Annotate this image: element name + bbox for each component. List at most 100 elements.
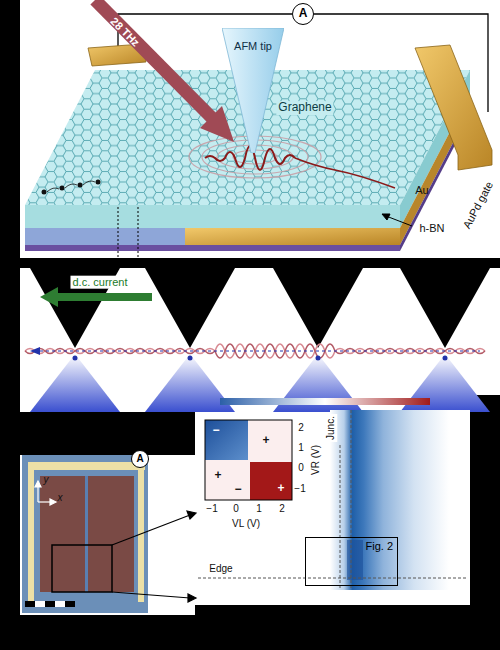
device-photo [40, 476, 85, 592]
electron-dots [78, 183, 83, 188]
device-photo [138, 462, 144, 602]
tick-label: −1 [294, 483, 305, 495]
leader-line [382, 214, 412, 226]
afm-tip: AFM tip [222, 28, 284, 153]
node-text: A [299, 7, 308, 21]
electron-dots [42, 180, 101, 195]
zoom-arrow [112, 515, 190, 545]
photocurrent-map [198, 578, 468, 579]
black-border [0, 258, 500, 268]
axis-title: VL (V) [232, 518, 260, 530]
projection-line [118, 207, 138, 257]
device-photo [22, 455, 148, 613]
device-photo [85, 476, 88, 592]
leader-line [386, 216, 412, 226]
photocurrent-map [250, 462, 292, 500]
device-photo [35, 601, 65, 607]
afm-tip-shape [222, 28, 284, 153]
device-photo [30, 462, 145, 470]
electron-flow [188, 356, 193, 361]
beam-label: 28 THz [108, 15, 142, 49]
dc-current-arrow [40, 287, 152, 307]
zoom-box: Fig. 2 [305, 537, 398, 586]
black-border [195, 605, 500, 650]
photocurrent-map [220, 398, 430, 405]
photocurrent-map [205, 420, 292, 500]
device-photo [35, 601, 45, 607]
electron-flow [30, 347, 480, 361]
black-border [0, 615, 195, 650]
leader-line [382, 214, 390, 220]
black-border [470, 395, 500, 605]
photocurrent-map [198, 410, 468, 590]
tick-label: −1 [206, 503, 217, 515]
electron-flow [443, 356, 448, 361]
black-border [0, 412, 195, 455]
sign-label: + [277, 482, 284, 496]
device-photo [25, 601, 75, 607]
sign-label: − [234, 483, 241, 497]
thz-beam [200, 106, 234, 142]
electron-flow [40, 351, 480, 352]
plasmon-wave [205, 146, 395, 188]
thz-beam [95, 0, 234, 142]
electron-flow [73, 356, 78, 361]
au-electrode [415, 45, 492, 170]
tick-label: 2 [279, 503, 285, 515]
node-text: AFM tip [222, 40, 284, 53]
ammeter-symbol: A [292, 3, 314, 25]
electron-dots [60, 186, 65, 191]
tick-label: 0 [298, 462, 304, 474]
layer-label: Au [415, 184, 428, 197]
dirac-cones [30, 268, 490, 412]
axis-label: y [44, 474, 49, 486]
device-photo [50, 499, 56, 505]
layer-label: AuPd gate [460, 179, 495, 230]
zoom-arrow [112, 592, 190, 598]
plasmon-wave [295, 158, 395, 188]
device-stack [25, 205, 400, 228]
dirac-cones [400, 268, 490, 348]
projection-line [118, 207, 119, 257]
axis-label: x [58, 492, 63, 504]
device-photo [52, 545, 112, 592]
device-photo [45, 601, 55, 607]
sign-label: + [262, 434, 269, 448]
electron-dots [47, 181, 95, 192]
dirac-cones [30, 354, 120, 412]
black-border [0, 0, 20, 650]
electron-flow [316, 356, 321, 361]
ammeter-symbol: A [131, 450, 149, 468]
node-text: Fig. 2 [310, 540, 393, 553]
plasmon-helix [25, 344, 485, 358]
dc-current-arrow [40, 287, 58, 307]
photocurrent-map [351, 410, 352, 590]
electron-flow [30, 347, 40, 355]
photocurrent-map [330, 410, 470, 590]
layer-label: h-BN [419, 222, 444, 235]
device-stack [25, 228, 185, 245]
photocurrent-map [198, 398, 470, 590]
photocurrent-map [205, 420, 292, 500]
axis-title: VR (V) [310, 445, 322, 475]
device-photo [28, 462, 34, 602]
tick-label: 0 [233, 503, 239, 515]
device-photo [25, 601, 35, 607]
device-stack [25, 245, 400, 251]
dirac-cones [145, 268, 235, 348]
region-label: Edge [209, 563, 232, 575]
layer-label: Graphene [276, 101, 333, 115]
device-photo [88, 476, 134, 592]
device-photo [55, 601, 65, 607]
sign-label: + [214, 469, 221, 483]
tick-label: 2 [298, 422, 304, 434]
device-stack [185, 228, 400, 245]
zoom-arrow [112, 511, 196, 602]
dirac-cones [273, 268, 363, 348]
electron-dots [42, 190, 47, 195]
photocurrent-map [205, 420, 248, 460]
device-photo [22, 455, 148, 613]
device-photo [65, 601, 75, 607]
zoom-arrow [187, 511, 196, 519]
